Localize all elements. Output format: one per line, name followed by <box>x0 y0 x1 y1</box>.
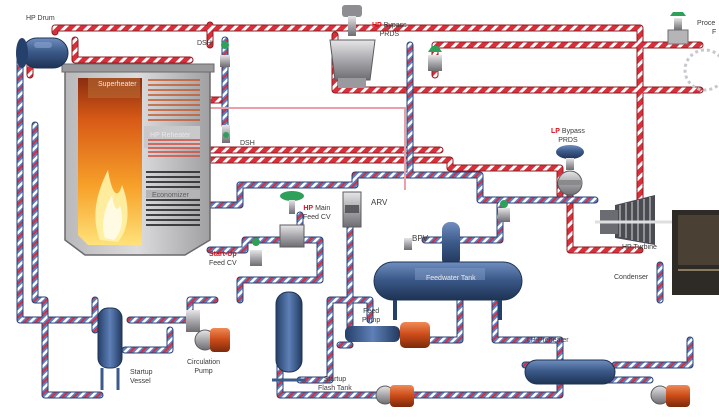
lp-preheater-label: LP-Preheater <box>527 337 569 344</box>
lp-bypass-label: LP Bypass PRDS <box>551 127 585 145</box>
reheater-tubes <box>148 139 200 157</box>
feed-pump-line2: Pump <box>362 317 381 324</box>
hp-bypass-label: HP Bypass PRDS <box>372 21 407 39</box>
feed-pump-label: Feed Pump <box>362 307 380 325</box>
superheater-section <box>88 78 140 98</box>
startup-cv-line2: Feed CV <box>209 260 237 267</box>
startup-vessel <box>97 307 123 390</box>
circulation-pump-line2: Pump <box>194 368 213 375</box>
lp-bypass-prefix: LP <box>551 128 560 135</box>
flame <box>95 170 128 242</box>
hp-bypass-prefix: HP <box>372 22 382 29</box>
lp-preheater <box>524 359 616 385</box>
startup-flash-line2: Flash Tank <box>318 385 352 392</box>
startup-flash-tank-label: Startup Flash Tank <box>318 375 352 393</box>
process-line2: F <box>712 29 717 36</box>
hp-drum-label: HP Drum <box>26 15 55 22</box>
feedwater-tank <box>373 222 523 320</box>
bpv-label: BPV <box>412 234 429 243</box>
condenser-label: Condenser <box>614 274 649 281</box>
startup-flash-line1: Startup <box>323 376 347 383</box>
economizer-label: Economizer <box>152 192 189 199</box>
process-valve <box>667 12 689 45</box>
circulation-pump-line1: Circulation <box>187 359 221 366</box>
dsh-mid-label: DSH <box>240 140 255 147</box>
feed-pump-line1: Feed <box>363 308 380 315</box>
startup-vessel-line2: Vessel <box>130 378 151 385</box>
superheater-label: Superheater <box>98 81 137 88</box>
condensate-pump-left <box>375 385 414 407</box>
circulation-pump-label: Circulation Pump <box>187 358 220 376</box>
lp-bypass-prds-valve <box>556 145 584 196</box>
circulation-pump <box>186 310 230 352</box>
condenser <box>672 210 719 295</box>
hp-reheater-label: HP Reheater <box>150 132 191 139</box>
hp-main-suffix: Main <box>315 205 331 212</box>
condensate-pump-right <box>650 385 690 407</box>
startup-feed-cv <box>250 238 262 266</box>
process-label: Proce F <box>697 19 716 37</box>
hp-bypass-prds-valve <box>329 5 376 88</box>
lp-bypass-suffix: Bypass <box>561 128 585 135</box>
superheater-tubes <box>148 79 200 121</box>
startup-vessel-line1: Startup <box>130 369 153 376</box>
process-line1: Proce <box>697 20 716 27</box>
economizer-section <box>146 190 200 198</box>
bpv-valve <box>404 238 412 250</box>
hp-turbine <box>595 195 690 245</box>
hp-main-feed-cv <box>279 191 305 248</box>
economizer-tubes <box>146 171 200 226</box>
bypass-spray-valve <box>428 46 442 71</box>
startup-flash-tank <box>272 291 306 382</box>
arv-label: ARV <box>371 198 388 207</box>
dsh-valve-top <box>220 41 230 67</box>
startup-cv-line1: Start-Up <box>209 251 237 258</box>
lp-bypass-line2: PRDS <box>558 137 578 144</box>
feed-pump <box>345 322 430 348</box>
hp-bypass-suffix: Bypass <box>383 22 407 29</box>
hp-main-prefix: HP <box>303 205 314 212</box>
feedwater-tank-label: Feedwater Tank <box>426 275 476 282</box>
hp-bypass-line2: PRDS <box>379 31 400 38</box>
lp-spray-valve <box>498 200 510 222</box>
hp-turbine-label: HP Turbine <box>622 244 657 251</box>
hp-reheater-section <box>144 126 200 148</box>
boiler <box>61 63 215 256</box>
thin-line <box>190 107 406 190</box>
hp-drum <box>16 37 69 69</box>
dsh-top-label: DSH <box>197 40 212 47</box>
arv-valve <box>342 191 362 228</box>
hp-main-feed-cv-label: HP Main Feed CV <box>303 204 331 222</box>
hp-main-line2: Feed CV <box>303 214 331 221</box>
dsh-valve-mid <box>222 125 230 143</box>
startup-vessel-label: Startup Vessel <box>130 368 153 386</box>
startup-feed-cv-label: Start-Up Feed CV <box>209 250 237 268</box>
steam-drum-right <box>683 48 719 92</box>
